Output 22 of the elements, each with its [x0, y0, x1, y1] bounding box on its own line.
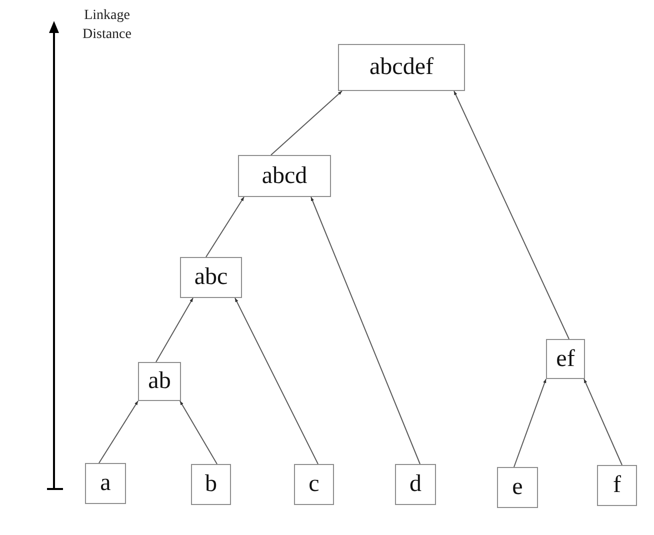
cluster-box: c	[294, 464, 334, 505]
arrow	[180, 400, 218, 464]
arrow	[270, 90, 342, 156]
cluster-box: d	[395, 464, 436, 505]
cluster-box: abcd	[238, 155, 331, 197]
cluster-box: b	[191, 464, 231, 505]
cluster-box: abc	[180, 257, 242, 298]
arrow	[310, 196, 420, 464]
arrow	[156, 298, 194, 362]
arrow	[206, 196, 244, 258]
arrow	[234, 298, 318, 464]
cluster-box: a	[85, 463, 126, 504]
arrow	[98, 400, 138, 464]
arrow	[514, 378, 546, 468]
arrow	[454, 90, 570, 340]
arrow	[584, 378, 622, 466]
cluster-box: f	[597, 465, 637, 506]
cluster-box: ab	[138, 362, 181, 401]
cluster-box: e	[497, 467, 538, 508]
cluster-box: ef	[546, 339, 585, 379]
axis-label: Linkage Distance	[82, 7, 132, 44]
cluster-box: abcdef	[338, 44, 465, 91]
